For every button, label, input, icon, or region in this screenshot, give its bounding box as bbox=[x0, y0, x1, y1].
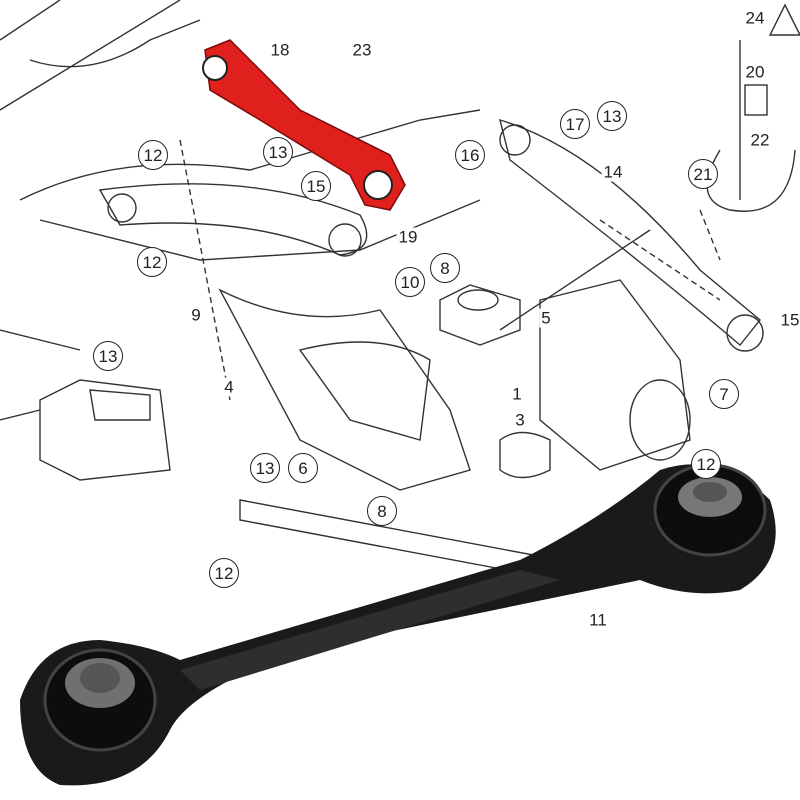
callout-12: 12 bbox=[691, 449, 721, 479]
bushing-3 bbox=[499, 431, 551, 479]
callout-9: 9 bbox=[189, 305, 203, 325]
callout-16: 16 bbox=[455, 140, 485, 170]
callout-14: 14 bbox=[601, 162, 625, 182]
callout-4: 4 bbox=[222, 377, 236, 397]
knuckle-1 bbox=[539, 279, 691, 471]
callout-13: 13 bbox=[597, 101, 627, 131]
callout-5: 5 bbox=[539, 308, 553, 328]
callout-12: 12 bbox=[209, 558, 239, 588]
callout-7: 7 bbox=[709, 379, 739, 409]
callout-13: 13 bbox=[250, 453, 280, 483]
callout-10: 10 bbox=[395, 267, 425, 297]
mount-5 bbox=[439, 284, 521, 346]
callout-13: 13 bbox=[263, 137, 293, 167]
callout-12: 12 bbox=[137, 247, 167, 277]
warning-triangle-icon bbox=[768, 3, 800, 36]
callout-15: 15 bbox=[778, 310, 800, 330]
bushing-13 bbox=[39, 379, 171, 481]
callout-20: 20 bbox=[743, 62, 767, 82]
callout-1: 1 bbox=[510, 384, 524, 404]
subframe-lineart bbox=[0, 0, 800, 581]
callout-18: 18 bbox=[268, 40, 292, 60]
highlighted-control-arm-18 bbox=[202, 39, 406, 211]
callout-3: 3 bbox=[513, 410, 527, 430]
callout-21: 21 bbox=[688, 159, 718, 189]
callout-15: 15 bbox=[301, 171, 331, 201]
sensor-20 bbox=[744, 84, 768, 116]
upper-arm-19 bbox=[98, 183, 368, 256]
arm-14 bbox=[499, 118, 761, 347]
callout-13: 13 bbox=[93, 341, 123, 371]
control-arm-photo bbox=[20, 463, 776, 786]
callout-17: 17 bbox=[560, 109, 590, 139]
callout-8: 8 bbox=[430, 253, 460, 283]
lower-arm-4 bbox=[218, 288, 471, 491]
callout-6: 6 bbox=[288, 453, 318, 483]
callout-23: 23 bbox=[350, 40, 374, 60]
callout-19: 19 bbox=[396, 227, 420, 247]
callout-8: 8 bbox=[367, 496, 397, 526]
callout-12: 12 bbox=[138, 140, 168, 170]
callout-11: 11 bbox=[587, 610, 609, 630]
callout-24: 24 bbox=[743, 8, 767, 28]
callout-22: 22 bbox=[748, 130, 772, 150]
